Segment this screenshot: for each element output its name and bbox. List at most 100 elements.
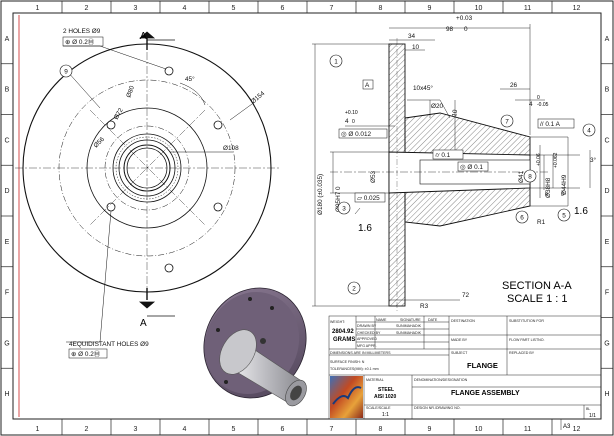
- concentricity-fcf: [338, 128, 388, 139]
- dim-d41: Ø41: [518, 170, 525, 183]
- section-scale: SCALE 1 : 1: [507, 293, 568, 305]
- weight-label: WEIGHT:: [330, 320, 345, 324]
- zone-column-top-12: 12: [573, 5, 581, 12]
- zone-row-right-D: D: [604, 188, 609, 195]
- zone-row-right-B: B: [605, 87, 610, 94]
- d108-label: Ø108: [223, 145, 239, 152]
- zone-row-left-F: F: [5, 290, 9, 297]
- zone-column-bottom-9: 9: [428, 426, 432, 433]
- zone-row-right-G: G: [604, 340, 609, 347]
- section-view: [312, 24, 591, 312]
- row-mfg: MFG APPR.: [357, 344, 377, 348]
- material-label: MATERIAL: [366, 378, 384, 382]
- title-block-text: WEIGHT: 2804.92 GRAMS NAME SIGNATURE DAT…: [330, 318, 596, 430]
- dim-4-tol: -0.05: [537, 102, 549, 108]
- zone-column-top-7: 7: [330, 5, 334, 12]
- circular-runout-fcf: [432, 149, 464, 160]
- roughness-2: 1.6: [574, 206, 588, 217]
- parallel-fcf: [537, 118, 575, 129]
- sheet-value: 1/1: [589, 413, 596, 419]
- dim-plus0062: +0.062: [553, 152, 559, 168]
- zone-column-bottom-6: 6: [281, 426, 285, 433]
- section-letter-top: A: [140, 31, 147, 42]
- holes-2-tolerance: ⊕ Ø 0.2Ⓜ: [65, 38, 95, 46]
- zone-row-left-B: B: [5, 87, 10, 94]
- holes-2-label: 2 HOLES Ø9: [63, 28, 101, 35]
- front-view: [15, 31, 280, 343]
- dim-10: 10: [412, 44, 420, 51]
- balloon-8: [523, 169, 537, 183]
- balloon-7: [500, 114, 514, 128]
- zone-column-bottom-8: 8: [379, 426, 383, 433]
- title-block: [328, 315, 602, 430]
- angle-label: 45°: [185, 75, 195, 83]
- circular-runout-text: ⌭ 0.1: [435, 152, 451, 159]
- balloon-label-5: 5: [562, 212, 566, 219]
- finish-note: SURFACE FINISH: N: [330, 360, 365, 364]
- dim-98: 98: [446, 26, 454, 33]
- d72-label: Ø72: [113, 107, 125, 121]
- zone-row-right-A: A: [605, 36, 610, 43]
- balloon-6: [515, 210, 529, 224]
- zone-column-top-3: 3: [134, 5, 138, 12]
- zone-column-bottom-7: 7: [330, 426, 334, 433]
- zone-row-left-G: G: [4, 340, 9, 347]
- zone-column-top-1: 1: [36, 5, 40, 12]
- dim-r3: R3: [420, 303, 429, 310]
- balloon-3: [337, 201, 351, 215]
- d154-label: Ø154: [250, 90, 267, 106]
- drawing-no-label: DESIGN NR./DRAWING NO.: [414, 406, 461, 410]
- row-checked: CHECKED BY: [357, 331, 381, 335]
- dim-d20: Ø20: [431, 103, 444, 110]
- dim-34: 34: [408, 33, 416, 40]
- d80-label: Ø80: [125, 85, 136, 99]
- zone-column-top-4: 4: [183, 5, 187, 12]
- svg-text:9: 9: [64, 69, 68, 76]
- substitution-label: SUBSTITUTION FOR: [509, 319, 544, 323]
- chamfer-label: 10x45°: [413, 84, 433, 92]
- balloon-label-7: 7: [505, 118, 509, 125]
- header-signature: SIGNATURE: [400, 318, 421, 322]
- concentricity-text: ◎ Ø 0.012: [341, 131, 372, 138]
- flatness-fcf: [354, 192, 386, 203]
- made-by-label: MADE BY: [451, 338, 468, 342]
- zone-column-bottom-12: 12: [573, 426, 581, 433]
- dim-4: 4: [529, 101, 533, 108]
- dim-zero-b: 0: [561, 192, 564, 198]
- datum-a: A: [365, 82, 370, 89]
- balloon-label-4: 4: [587, 127, 591, 134]
- zone-row-left-D: D: [4, 188, 9, 195]
- dim-d180: Ø180 (±0.035): [317, 174, 324, 215]
- dim-d53: Ø53: [370, 170, 377, 183]
- zone-column-top-9: 9: [428, 5, 432, 12]
- dim-4-tol-top: 0: [537, 95, 540, 101]
- dim-plus006: +0.06: [536, 153, 542, 166]
- dim-98-tol: 0: [464, 26, 468, 33]
- balloon-1: [329, 54, 343, 68]
- zone-column-bottom-10: 10: [475, 426, 483, 433]
- zone-column-bottom-4: 4: [183, 426, 187, 433]
- dim-d95h7: Ø95H7 0: [335, 186, 342, 212]
- concentricity2-text: ◎ Ø 0.1: [460, 164, 483, 171]
- dim-d38h8: Ø38H8: [545, 177, 552, 198]
- dim-4b-zero: 0: [352, 119, 355, 125]
- zone-row-right-E: E: [605, 239, 610, 246]
- dim-10b: 10: [451, 109, 459, 118]
- flowpart-label: FLOW PART LISTNO.: [509, 338, 545, 342]
- section-title: SECTION A-A: [502, 280, 572, 292]
- concentricity2-fcf: [457, 161, 489, 172]
- header-name: NAME: [376, 318, 387, 322]
- weight-value-line2: GRAMS: [333, 337, 355, 343]
- drawing-title: FLANGE ASSEMBLY: [451, 390, 520, 397]
- zone-column-bottom-3: 3: [134, 426, 138, 433]
- balloon-4: [582, 123, 596, 137]
- dim-r1: R1: [537, 219, 546, 226]
- dim-3deg: 3°: [590, 156, 597, 164]
- balloon-label-3: 3: [342, 205, 346, 212]
- zone-column-top-8: 8: [379, 5, 383, 12]
- balloon-5: [557, 208, 571, 222]
